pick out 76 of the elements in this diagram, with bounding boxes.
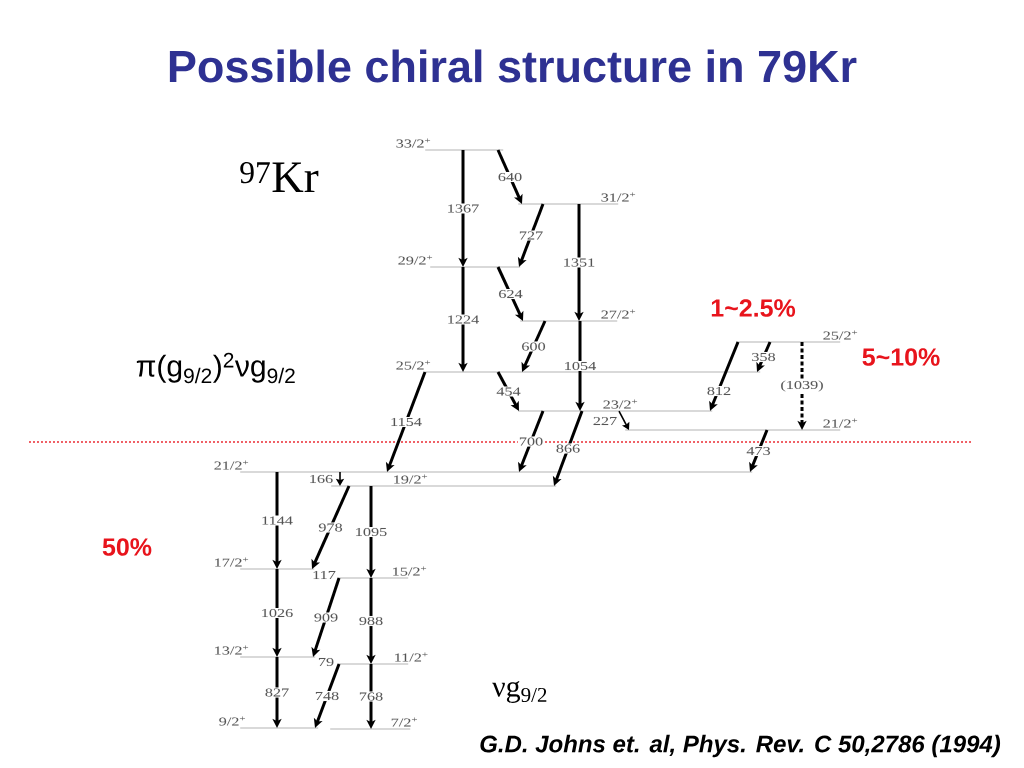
node-label: 7/2$^{+}$ <box>391 717 417 727</box>
energy-label: 768 <box>357 691 385 702</box>
node-label: 19/2$^{+}$ <box>394 474 428 484</box>
energy-label: 166 <box>307 473 335 485</box>
node-label: 9/2$^{+}$ <box>219 716 245 726</box>
transition-arrow <box>521 320 547 372</box>
energy-level: 7/2$^{+}$ <box>330 717 417 730</box>
energy-label: 812 <box>705 385 733 397</box>
energy-label: 1367 <box>445 203 481 214</box>
energy-level: 17/2$^{+}$ <box>215 557 315 570</box>
node-label: 31/2$^{+}$ <box>601 192 636 202</box>
energy-level: 21/2$^{+}$ <box>214 460 753 473</box>
energy-label: 600 <box>520 341 547 352</box>
transition-arrow <box>518 410 545 472</box>
energy-level: 9/2$^{+}$ <box>219 716 319 729</box>
energy-label: 978 <box>317 522 344 533</box>
transition-arrow <box>756 341 772 372</box>
energy-label: 117 <box>313 571 336 579</box>
energy-label: 624 <box>497 288 524 300</box>
energy-level: 31/2$^{+}$ <box>518 192 636 205</box>
energy-level: 11/2$^{+}$ <box>338 652 428 665</box>
energy-label: 827 <box>263 687 291 698</box>
transition-arrow <box>496 371 519 411</box>
energy-level: 25/2$^{+}$ <box>736 330 858 343</box>
energy-label: 748 <box>313 690 341 702</box>
transition-arrow <box>311 485 351 569</box>
title: Possible chiral structure in 79Kr <box>169 49 857 83</box>
energy-level: 29/2$^{+}$ <box>398 255 521 268</box>
transition-arrow <box>496 266 524 321</box>
node-label: 25/2$^{+}$ <box>396 360 431 370</box>
nucleus-label: $^{97}$Kr <box>240 162 319 192</box>
node-label: 15/2$^{+}$ <box>393 566 427 576</box>
energy-label: 79 <box>318 657 334 667</box>
energy-level: 27/2$^{+}$ <box>520 309 636 322</box>
node-label: 17/2$^{+}$ <box>215 557 249 567</box>
energy-label: 727 <box>517 230 545 241</box>
energy-label: 988 <box>357 615 385 627</box>
configuration-label: π(g$_{9/2}$)$^{2}$νg$_{9/2}$ <box>136 352 295 384</box>
energy-level: 21/2$^{+}$ <box>625 418 858 431</box>
node-label: 33/2$^{+}$ <box>396 138 431 148</box>
energy-label: 227 <box>591 416 619 426</box>
percentage-label: 1~2.5% <box>711 299 796 317</box>
citation: G.D. Johns et. al, Phys. Rev. C 50,2786 (1994) <box>480 734 1001 758</box>
energy-label: 1224 <box>445 314 481 325</box>
transition-arrow <box>709 341 740 411</box>
transition-arrow <box>618 410 630 430</box>
energy-level: 33/2$^{+}$ <box>396 138 504 151</box>
energy-label: 1154 <box>389 417 423 428</box>
node-label: 11/2$^{+}$ <box>395 652 428 662</box>
node-label: 23/2$^{+}$ <box>603 399 638 409</box>
percentage-label: 50% <box>102 538 152 556</box>
energy-label: 866 <box>554 443 582 454</box>
energy-label: 473 <box>745 446 772 457</box>
node-label: 13/2$^{+}$ <box>215 645 249 655</box>
energy-label: 1351 <box>561 257 597 268</box>
transition-arrow <box>496 149 523 204</box>
transition-arrow <box>311 577 341 657</box>
energy-label: 1054 <box>562 360 598 372</box>
node-label: 29/2$^{+}$ <box>398 255 433 265</box>
energy-label: 1095 <box>353 526 389 538</box>
energy-label: 454 <box>495 386 522 397</box>
energy-label: 640 <box>496 171 524 183</box>
energy-level: 13/2$^{+}$ <box>215 645 316 658</box>
energy-label: 700 <box>517 436 545 447</box>
percentage-label: 5~10% <box>862 348 940 366</box>
energy-label: 358 <box>750 351 777 363</box>
node-label: 25/2$^{+}$ <box>823 330 858 340</box>
energy-level: 23/2$^{+}$ <box>518 399 713 412</box>
energy-label: 909 <box>312 612 340 623</box>
energy-label: 1144 <box>260 515 294 526</box>
node-label: 21/2$^{+}$ <box>823 418 858 428</box>
energy-label: 1026 <box>259 607 295 619</box>
node-label: 27/2$^{+}$ <box>601 309 636 319</box>
energy-level: 15/2$^{+}$ <box>338 566 427 579</box>
band-label: νg$_{9/2}$ <box>492 681 547 703</box>
node-label: 21/2$^{+}$ <box>214 460 249 470</box>
